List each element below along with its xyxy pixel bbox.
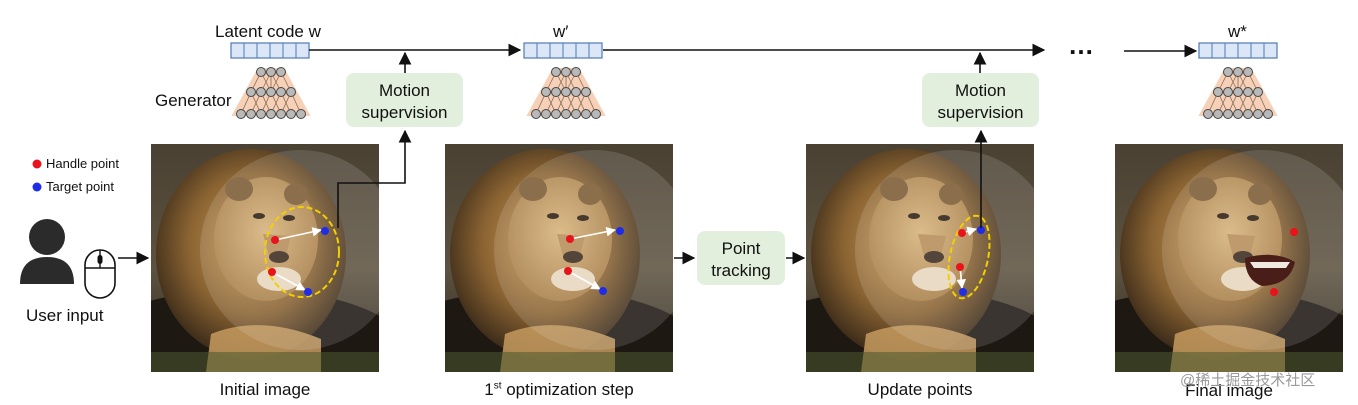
w-star-label: w* <box>1228 22 1247 41</box>
motion-arrow-1a <box>274 227 322 241</box>
latent-code-label: Latent code w <box>215 22 321 41</box>
legend-handle-label: Handle point <box>46 156 119 171</box>
target-point <box>977 226 985 234</box>
handle-point <box>271 236 279 244</box>
handle-point <box>564 267 572 275</box>
generator-label: Generator <box>155 91 232 110</box>
legend-target-label: Target point <box>46 179 114 194</box>
motion-supervision-label-1: Motion supervision <box>361 81 448 122</box>
motion-arrow-2a <box>569 226 616 240</box>
motion-supervision-box-2 <box>922 73 1039 127</box>
handle-point <box>1290 228 1298 236</box>
arrow-image1-to-ms1 <box>337 129 412 228</box>
generator-network-2 <box>525 67 607 119</box>
legend-handle-dot <box>32 159 42 169</box>
w-prime-label: w′ <box>553 22 569 41</box>
ellipsis-label: … <box>1068 30 1095 60</box>
motion-supervision-label-2: Motion supervision <box>937 81 1024 122</box>
search-region-ellipse-1 <box>264 206 340 298</box>
latent-code-w-star <box>1198 42 1278 59</box>
caption-initial-image: Initial image <box>219 380 311 399</box>
handle-point <box>958 229 966 237</box>
target-point <box>304 288 312 296</box>
mouse-icon <box>84 249 116 299</box>
point-tracking-label: Point tracking <box>711 239 771 280</box>
target-point <box>321 227 329 235</box>
target-point <box>599 287 607 295</box>
initial-image <box>151 144 379 372</box>
legend-target-dot <box>32 182 42 192</box>
caption-optimization-step: 1st optimization step <box>484 380 634 399</box>
update-points-image <box>806 144 1034 372</box>
user-icon <box>20 219 74 284</box>
search-region-ellipse-3 <box>947 214 991 300</box>
target-point <box>959 288 967 296</box>
handle-point <box>566 235 574 243</box>
generator-network-3 <box>1197 67 1279 119</box>
handle-point <box>1270 288 1278 296</box>
generator-network-1 <box>230 67 312 119</box>
motion-supervision-box-1 <box>346 73 463 127</box>
final-image <box>1115 144 1343 372</box>
motion-arrow-1b <box>271 271 306 291</box>
point-tracking-box <box>697 231 785 285</box>
optimization-step-image <box>445 144 673 372</box>
motion-arrow-2b <box>567 270 601 290</box>
handle-point <box>268 268 276 276</box>
watermark: @稀土掘金技术社区 <box>1180 372 1316 389</box>
user-input-label: User input <box>26 306 104 325</box>
latent-code-w <box>230 42 310 59</box>
handle-point <box>956 263 964 271</box>
caption-final-image: Final image <box>1185 381 1273 400</box>
latent-code-w-prime <box>523 42 603 59</box>
target-point <box>616 227 624 235</box>
caption-update-points: Update points <box>867 380 973 399</box>
